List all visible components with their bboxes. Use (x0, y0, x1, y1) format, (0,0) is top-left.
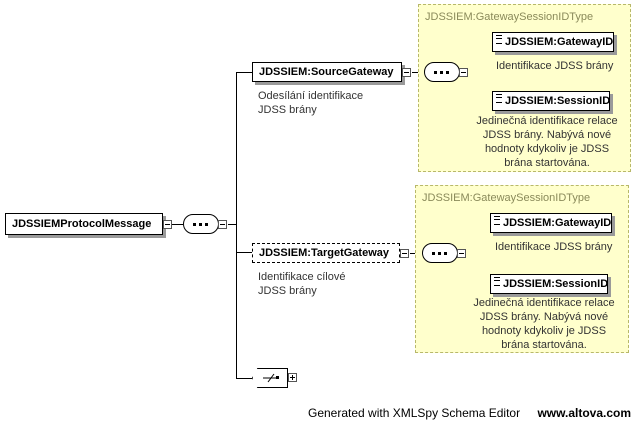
source-gateway-label: JDSSIEM:SourceGateway (259, 66, 394, 78)
footer: Generated with XMLSpy Schema Editor www.… (308, 406, 631, 420)
target-gateway-id-node[interactable]: JDSSIEM:GatewayID (490, 213, 612, 233)
target-type-title: JDSSIEM:GatewaySessionIDType (422, 192, 591, 204)
source-gateway-node[interactable]: JDSSIEM:SourceGateway (252, 62, 402, 82)
collapse-icon[interactable] (459, 68, 468, 77)
wildcard-icon (263, 373, 279, 383)
element-type-icon (494, 277, 500, 286)
target-gateway-id-note: Identifikace JDSS brány (495, 241, 613, 253)
element-type-icon (494, 216, 500, 225)
target-session-id-label: JDSSIEM:SessionID (503, 278, 609, 290)
target-gateway-label: JDSSIEM:TargetGateway (259, 247, 390, 259)
element-type-icon (496, 35, 502, 44)
source-gateway-id-note: Identifikace JDSS brány (496, 60, 614, 72)
sequence-compositor-icon[interactable] (424, 62, 460, 82)
source-session-id-node[interactable]: JDSSIEM:SessionID (492, 91, 610, 111)
source-type-title: JDSSIEM:GatewaySessionIDType (425, 11, 594, 23)
collapse-icon[interactable] (218, 220, 227, 229)
element-type-icon (496, 94, 502, 103)
generated-by-text: Generated with XMLSpy Schema Editor (308, 406, 521, 420)
root-element-node[interactable]: JDSSIEMProtocolMessage (5, 213, 163, 235)
target-gateway-id-label: JDSSIEM:GatewayID (503, 217, 612, 229)
collapse-icon[interactable] (457, 249, 466, 258)
source-session-id-label: JDSSIEM:SessionID (505, 95, 611, 107)
source-gateway-id-label: JDSSIEM:GatewayID (505, 36, 614, 48)
any-element-wildcard[interactable] (252, 368, 288, 388)
sequence-compositor-icon[interactable] (183, 214, 219, 234)
target-session-id-node[interactable]: JDSSIEM:SessionID (490, 274, 608, 294)
expand-icon[interactable] (288, 373, 297, 382)
collapse-icon[interactable] (163, 220, 172, 229)
collapse-icon[interactable] (402, 68, 411, 77)
collapse-icon[interactable] (400, 249, 409, 258)
sequence-compositor-icon[interactable] (422, 243, 458, 263)
root-element-label: JDSSIEMProtocolMessage (12, 218, 152, 230)
source-gateway-id-node[interactable]: JDSSIEM:GatewayID (492, 32, 614, 52)
altova-url-link[interactable]: www.altova.com (537, 406, 632, 420)
target-gateway-node[interactable]: JDSSIEM:TargetGateway (252, 243, 400, 263)
